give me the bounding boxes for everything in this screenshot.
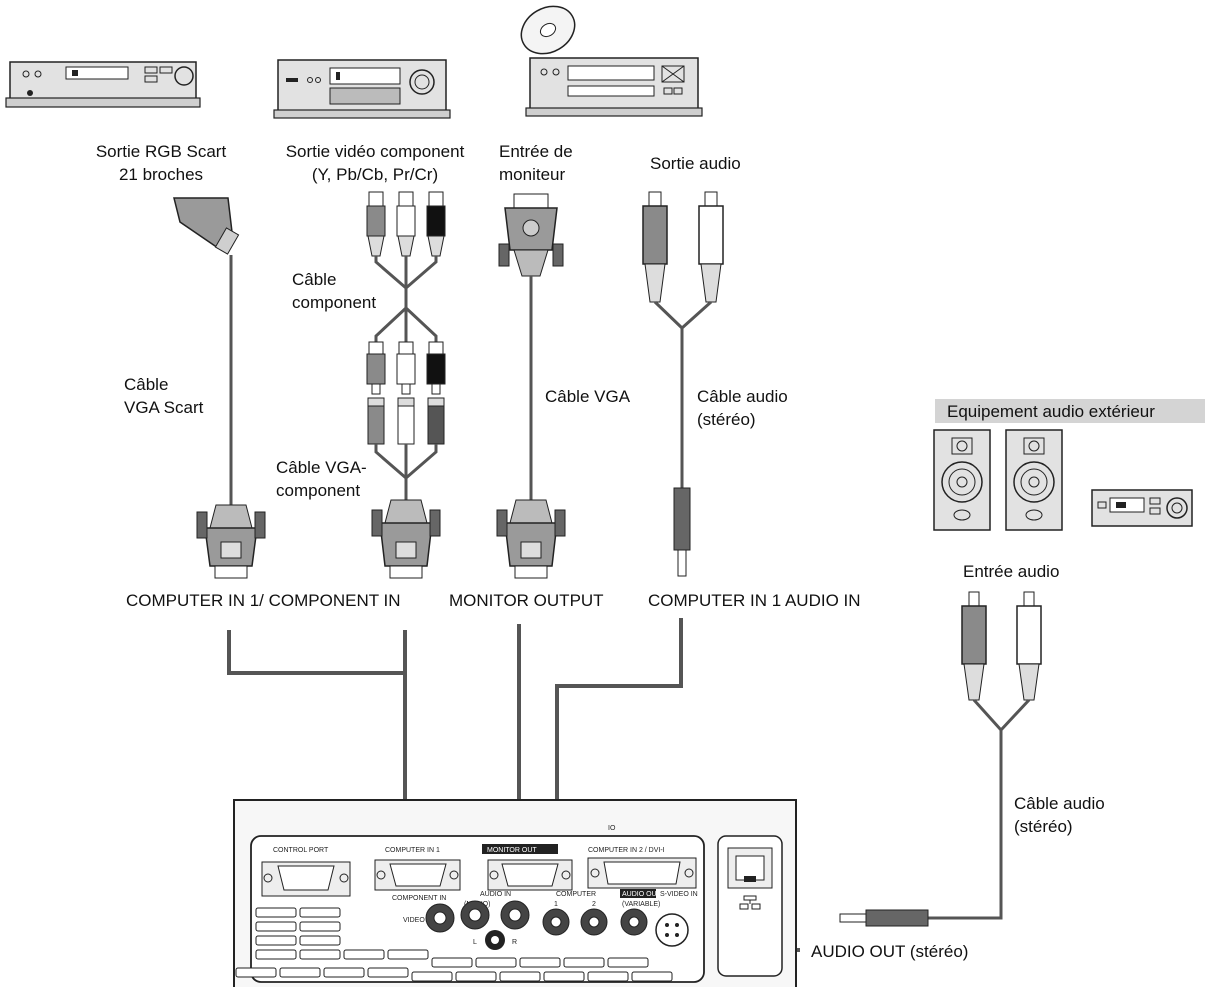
terminal-audio-in-label: COMPUTER IN 1 AUDIO IN	[648, 591, 861, 610]
computer-in-2-label: COMPUTER IN 2 / DVI-I	[588, 847, 665, 854]
computer-label: COMPUTER	[556, 891, 596, 898]
speaker-right	[1005, 429, 1063, 531]
mini-jack-plug	[673, 487, 691, 577]
cable-component-label: Câble	[292, 270, 336, 289]
vga-connector-component-in	[371, 499, 441, 579]
audio-out-panel-label: AUDIO OUT	[622, 891, 662, 898]
s-video-jack	[655, 913, 689, 947]
r-label: R	[512, 939, 517, 946]
cable-audio2-label: Câble audio	[1014, 794, 1105, 813]
rca-jacks-lower	[367, 397, 445, 445]
cable-audio-label-2: (stéréo)	[697, 410, 756, 429]
cable-vga-scart-label-2: VGA Scart	[124, 398, 204, 417]
computer-audio-1-jack	[542, 908, 570, 936]
rca-plugs-middle	[366, 341, 446, 395]
audio-input-label: Entrée audio	[963, 562, 1059, 581]
control-port-label: CONTROL PORT	[273, 847, 329, 854]
vga-connector-top	[498, 193, 564, 277]
amplifier	[1091, 489, 1193, 527]
monitor-in-label-2: moniteur	[499, 165, 565, 184]
computer-in-1-port	[374, 859, 461, 891]
computer-2-label: 2	[592, 901, 596, 908]
cable-component-label-2: component	[292, 293, 376, 312]
io-label: IO	[608, 825, 616, 832]
audio-in-l-jack	[460, 900, 490, 930]
lan-port	[717, 835, 783, 977]
vga-connector-computer-in-1	[196, 504, 266, 579]
control-port	[261, 861, 351, 897]
variable-label: (VARIABLE)	[622, 901, 660, 908]
vcr-component-device	[273, 59, 451, 119]
rgb-scart-label: Sortie RGB Scart	[96, 142, 227, 161]
component-cable-upper	[374, 256, 438, 342]
audio-in-r-jack	[500, 900, 530, 930]
audio-out-jack	[620, 908, 648, 936]
projector-rear-panel: IO CONTROL PORT COMPUTER IN 1 COMPONENT …	[233, 799, 797, 987]
audio-out-label: Sortie audio	[650, 154, 741, 173]
vcr-scart-device	[5, 61, 201, 108]
component-out-label-2: (Y, Pb/Cb, Pr/Cr)	[312, 165, 438, 184]
monitor-out-port	[487, 859, 573, 891]
computer-in-2-port	[587, 857, 697, 889]
s-video-in-label: S-VIDEO IN	[660, 891, 698, 898]
terminal-computer-in-label: COMPUTER IN 1/ COMPONENT IN	[126, 591, 401, 610]
audio-input-rca-plugs	[961, 591, 1042, 701]
audio-out-cable	[928, 698, 1031, 920]
computer-audio-2-jack	[580, 908, 608, 936]
video-in-jack	[425, 903, 455, 933]
vga-component-cable	[374, 444, 438, 505]
cd-player-device	[520, 5, 703, 117]
audio-out-stereo-label: AUDIO OUT (stéréo)	[811, 942, 968, 961]
audio-in-label: AUDIO IN	[480, 891, 511, 898]
cable-vga-component-label: Câble VGA-	[276, 458, 367, 477]
l-label: L	[473, 939, 477, 946]
computer-in-1-label: COMPUTER IN 1	[385, 847, 440, 854]
monitor-out-label: MONITOR OUT	[487, 847, 537, 854]
rgb-scart-label-2: 21 broches	[119, 165, 203, 184]
rca-plugs-top	[366, 191, 446, 257]
cable-audio-label: Câble audio	[697, 387, 788, 406]
audio-rca-plugs	[642, 191, 724, 303]
cable-vga-label: Câble VGA	[545, 387, 631, 406]
external-audio-title: Equipement audio extérieur	[947, 402, 1155, 421]
computer-1-label: 1	[554, 901, 558, 908]
cable-vga-component-label-2: component	[276, 481, 360, 500]
component-out-label: Sortie vidéo component	[286, 142, 465, 161]
video-in-label: VIDEO IN	[403, 917, 434, 924]
component-in-label: COMPONENT IN	[392, 895, 446, 902]
speaker-left	[933, 429, 991, 531]
vent-grille	[235, 907, 673, 982]
audio-cable	[653, 300, 713, 488]
audio-out-mini-jack	[839, 909, 929, 927]
monitor-in-label: Entrée de	[499, 142, 573, 161]
scart-connector	[173, 197, 240, 255]
terminal-monitor-output-label: MONITOR OUTPUT	[449, 591, 604, 610]
cable-vga-scart-label: Câble	[124, 375, 168, 394]
external-audio-equipment: Equipement audio extérieur	[933, 399, 1205, 531]
cable-audio2-label-2: (stéréo)	[1014, 817, 1073, 836]
vga-connector-monitor-output	[496, 499, 566, 579]
